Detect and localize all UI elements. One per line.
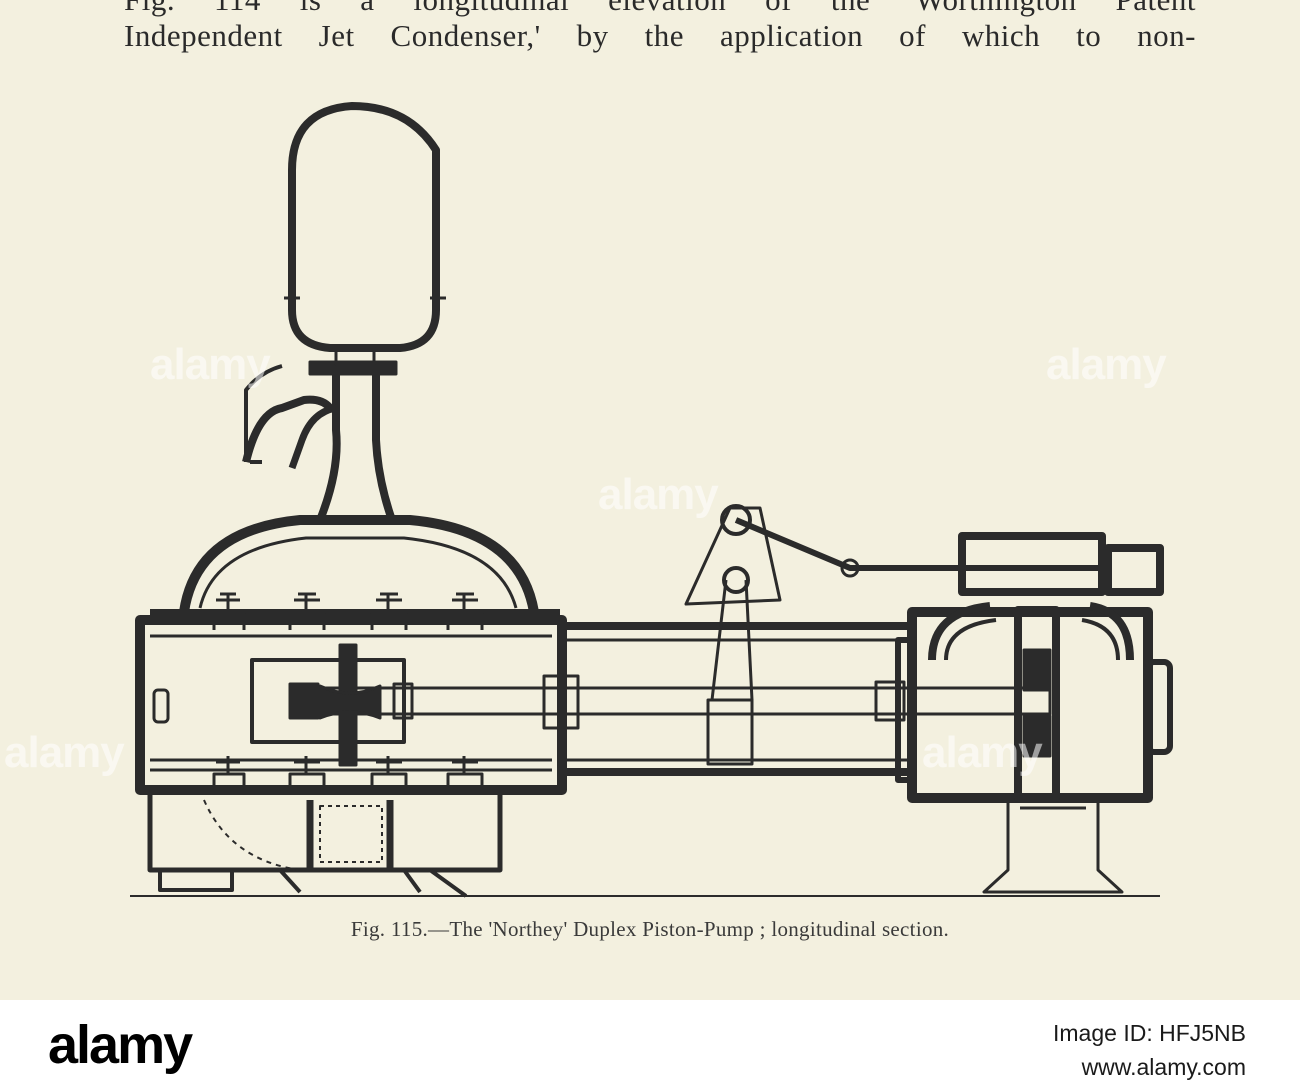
body-text-line-2: Independent Jet Condenser,' by the appli… <box>124 18 1196 53</box>
alamy-logo: alamy <box>48 1015 193 1075</box>
body-text-line-1: Fig. 114 is a longitudinal elevation of … <box>124 0 1196 16</box>
watermark: alamy <box>598 470 719 519</box>
scanned-page: Fig. 114 is a longitudinal elevation of … <box>0 0 1300 1000</box>
watermark: alamy <box>922 728 1043 777</box>
image-id-block: Image ID: HFJ5NB www.alamy.com <box>1053 1016 1246 1084</box>
figure-caption: Fig. 115.—The 'Northey' Duplex Piston-Pu… <box>350 917 950 941</box>
footer-bar: alamy Image ID: HFJ5NB www.alamy.com <box>0 1000 1300 1089</box>
pump-illustration <box>130 102 1173 898</box>
watermark: alamy <box>4 728 125 777</box>
image-id: Image ID: HFJ5NB <box>1053 1020 1246 1046</box>
watermark: alamy <box>1046 340 1167 389</box>
watermark: alamy <box>150 340 271 389</box>
site-url: www.alamy.com <box>1081 1054 1246 1080</box>
